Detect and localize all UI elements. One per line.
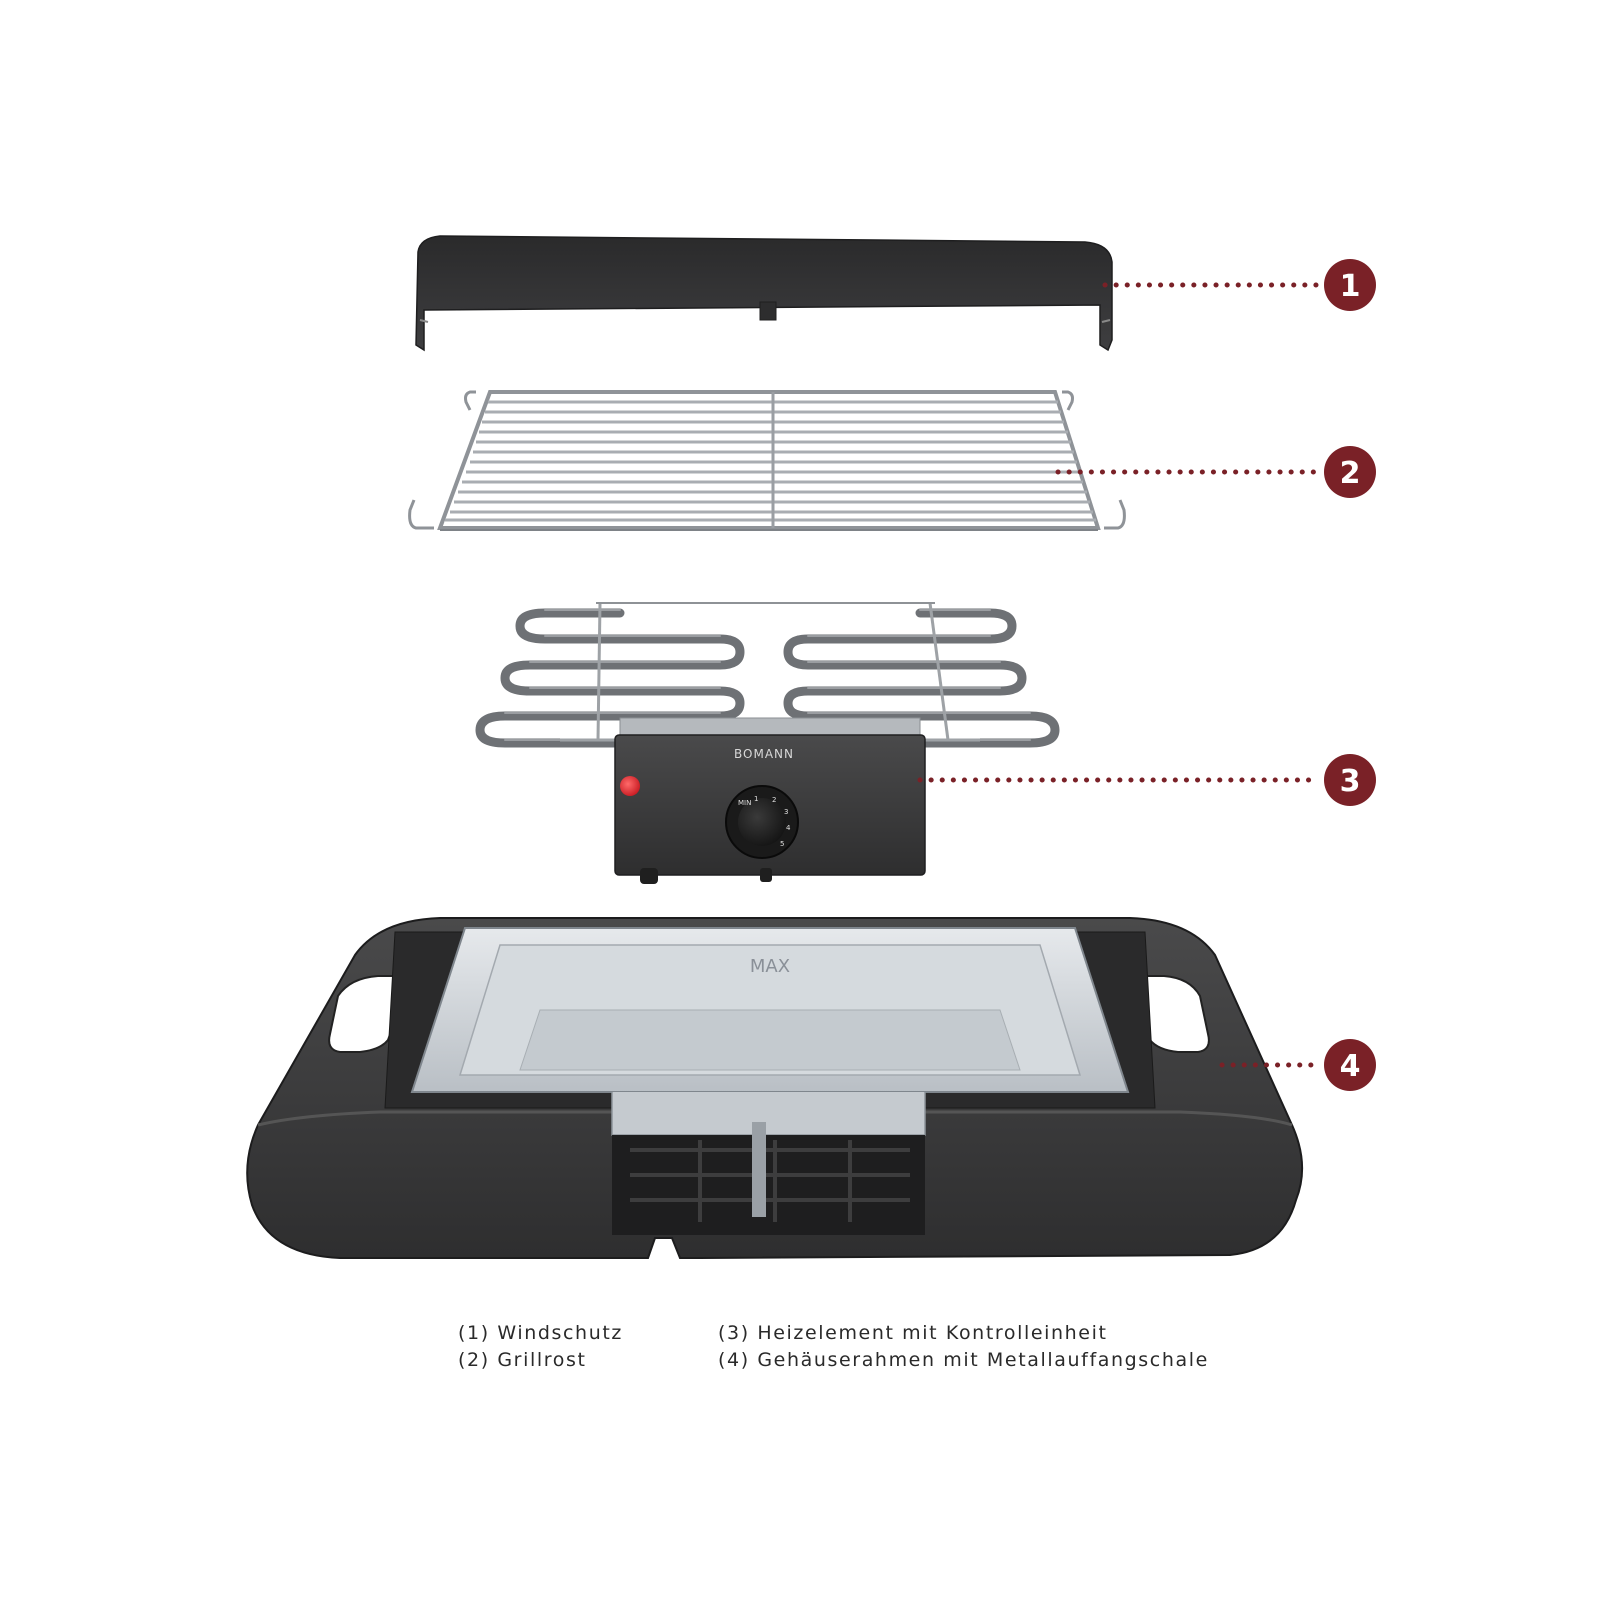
wind-shield xyxy=(415,235,1113,352)
brand-logo: BOMANN xyxy=(734,747,794,761)
legend-left-column: (1) Windschutz (2) Grillrost xyxy=(458,1320,623,1374)
marker-3: 3 xyxy=(1324,754,1376,806)
marker-4: 4 xyxy=(1324,1039,1376,1091)
leader-lines xyxy=(917,282,1319,1068)
legend-item-gehaeuserahmen: (4) Gehäuserahmen mit Metallauffangschal… xyxy=(718,1349,1209,1371)
heating-element xyxy=(475,608,1060,748)
marker-number: 4 xyxy=(1340,1049,1361,1084)
dial-number: 4 xyxy=(786,824,791,832)
temperature-dial-knob[interactable]: MIN 1 2 3 4 5 xyxy=(725,785,799,859)
marker-number: 1 xyxy=(1340,269,1361,304)
housing-front-slot xyxy=(612,1122,925,1235)
grill-grate xyxy=(408,390,1126,531)
dial-number: 1 xyxy=(754,795,758,803)
marker-2: 2 xyxy=(1324,446,1376,498)
pan-max-mark: MAX xyxy=(750,956,790,977)
power-indicator-light xyxy=(620,776,640,796)
legend-right-column: (3) Heizelement mit Kontrolleinheit (4) … xyxy=(718,1320,1209,1374)
legend-item-grillrost: (2) Grillrost xyxy=(458,1349,587,1371)
marker-number: 2 xyxy=(1340,456,1361,491)
legend-item-windschutz: (1) Windschutz xyxy=(458,1322,623,1344)
dial-number: 3 xyxy=(784,808,788,816)
control-unit: BOMANN MIN 1 2 3 4 5 xyxy=(614,717,926,884)
dial-number: 5 xyxy=(780,840,784,848)
dial-number: 2 xyxy=(772,796,776,804)
marker-1: 1 xyxy=(1324,259,1376,311)
drip-pan: MAX xyxy=(410,927,1130,1136)
marker-number: 3 xyxy=(1340,764,1361,799)
dial-number: MIN xyxy=(738,799,751,807)
legend-item-heizelement: (3) Heizelement mit Kontrolleinheit xyxy=(718,1322,1108,1344)
